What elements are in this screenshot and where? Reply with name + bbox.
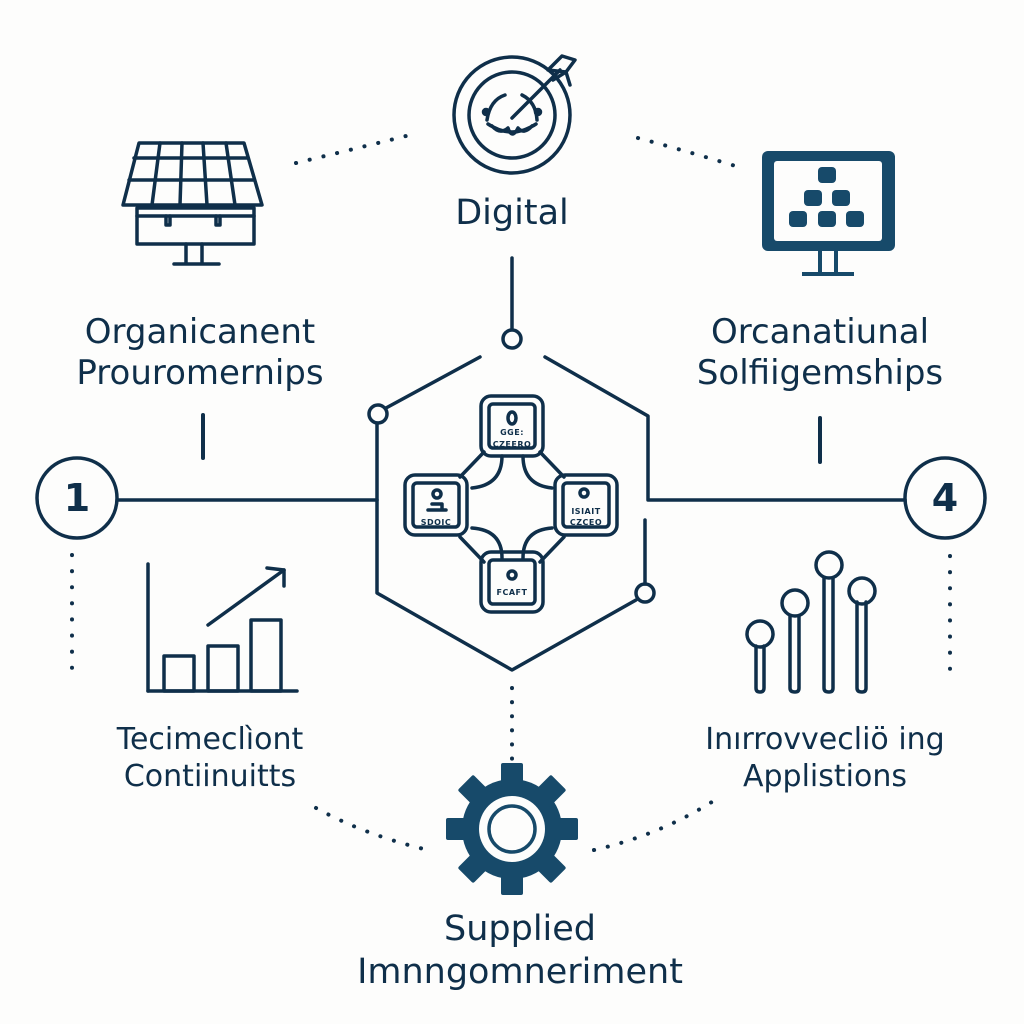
step-marker-1-circle <box>35 456 119 540</box>
label-digital-text: Digital <box>455 193 569 233</box>
dotted-connector-top-right <box>636 136 744 170</box>
lollipop-bars-icon <box>745 550 877 694</box>
label-top-left-line1: Organicanent <box>84 312 316 352</box>
label-bottom-left: Tecimeclìont Contiinuitts <box>80 722 340 795</box>
label-bottom: Supplied Imnngomneriment <box>310 908 730 993</box>
hub-node-right-line2: CZCEO <box>569 518 603 527</box>
label-top-left-line2: Prouromernips <box>76 353 324 394</box>
step-marker-1: 1 <box>63 476 91 520</box>
label-bottom-left-line2: Contiinuitts <box>123 758 297 794</box>
label-bottom-right: Inırrovvecliö ing Applistions <box>680 722 970 795</box>
target-arrow-icon <box>452 54 577 175</box>
hub-node-top[interactable] <box>479 394 545 458</box>
label-bottom-line2: Imnngomneriment <box>357 951 683 992</box>
hub-node-right[interactable] <box>553 473 619 537</box>
label-bottom-left-line1: Tecimeclìont <box>116 722 304 757</box>
bar-chart-growth-icon <box>146 562 299 693</box>
label-bottom-line1: Supplied <box>443 909 597 949</box>
label-bottom-right-line2: Applistions <box>742 758 907 794</box>
hub-node-bottom[interactable] <box>479 550 545 614</box>
label-top-right: Orcanatiunal Solfiigemships <box>660 312 980 395</box>
monitor-hierarchy-icon <box>762 151 895 276</box>
step-marker-4: 4 <box>931 476 959 520</box>
hub-node-top-line1: GGE: <box>500 428 524 437</box>
label-top-left: Organicanent Prouromernips <box>20 312 380 395</box>
label-top-right-line2: Solfiigemships <box>696 353 944 394</box>
solar-panel-icon <box>121 141 264 266</box>
hub-node-bottom-line2: FCAFT <box>496 588 528 597</box>
dotted-connector-top-left <box>294 133 412 165</box>
label-top-right-line1: Orcanatiunal <box>710 312 930 352</box>
hub-node-top-line2: CZEERO <box>492 440 532 449</box>
gear-icon <box>446 763 578 895</box>
label-bottom-right-line1: Inırrovvecliö ing <box>705 722 945 757</box>
hub-node-left[interactable] <box>403 473 469 537</box>
hub-node-left-line2: SDOIC <box>420 518 452 527</box>
hub-node-right-line1: ISIAIT <box>571 507 601 516</box>
label-digital: Digital <box>412 192 612 235</box>
hexagon-frame <box>116 256 907 672</box>
dotted-connector-bottom-right <box>592 798 717 852</box>
step-marker-4-circle <box>903 456 987 540</box>
dotted-connector-bottom-left <box>314 806 430 852</box>
hub-connectors <box>458 450 566 564</box>
